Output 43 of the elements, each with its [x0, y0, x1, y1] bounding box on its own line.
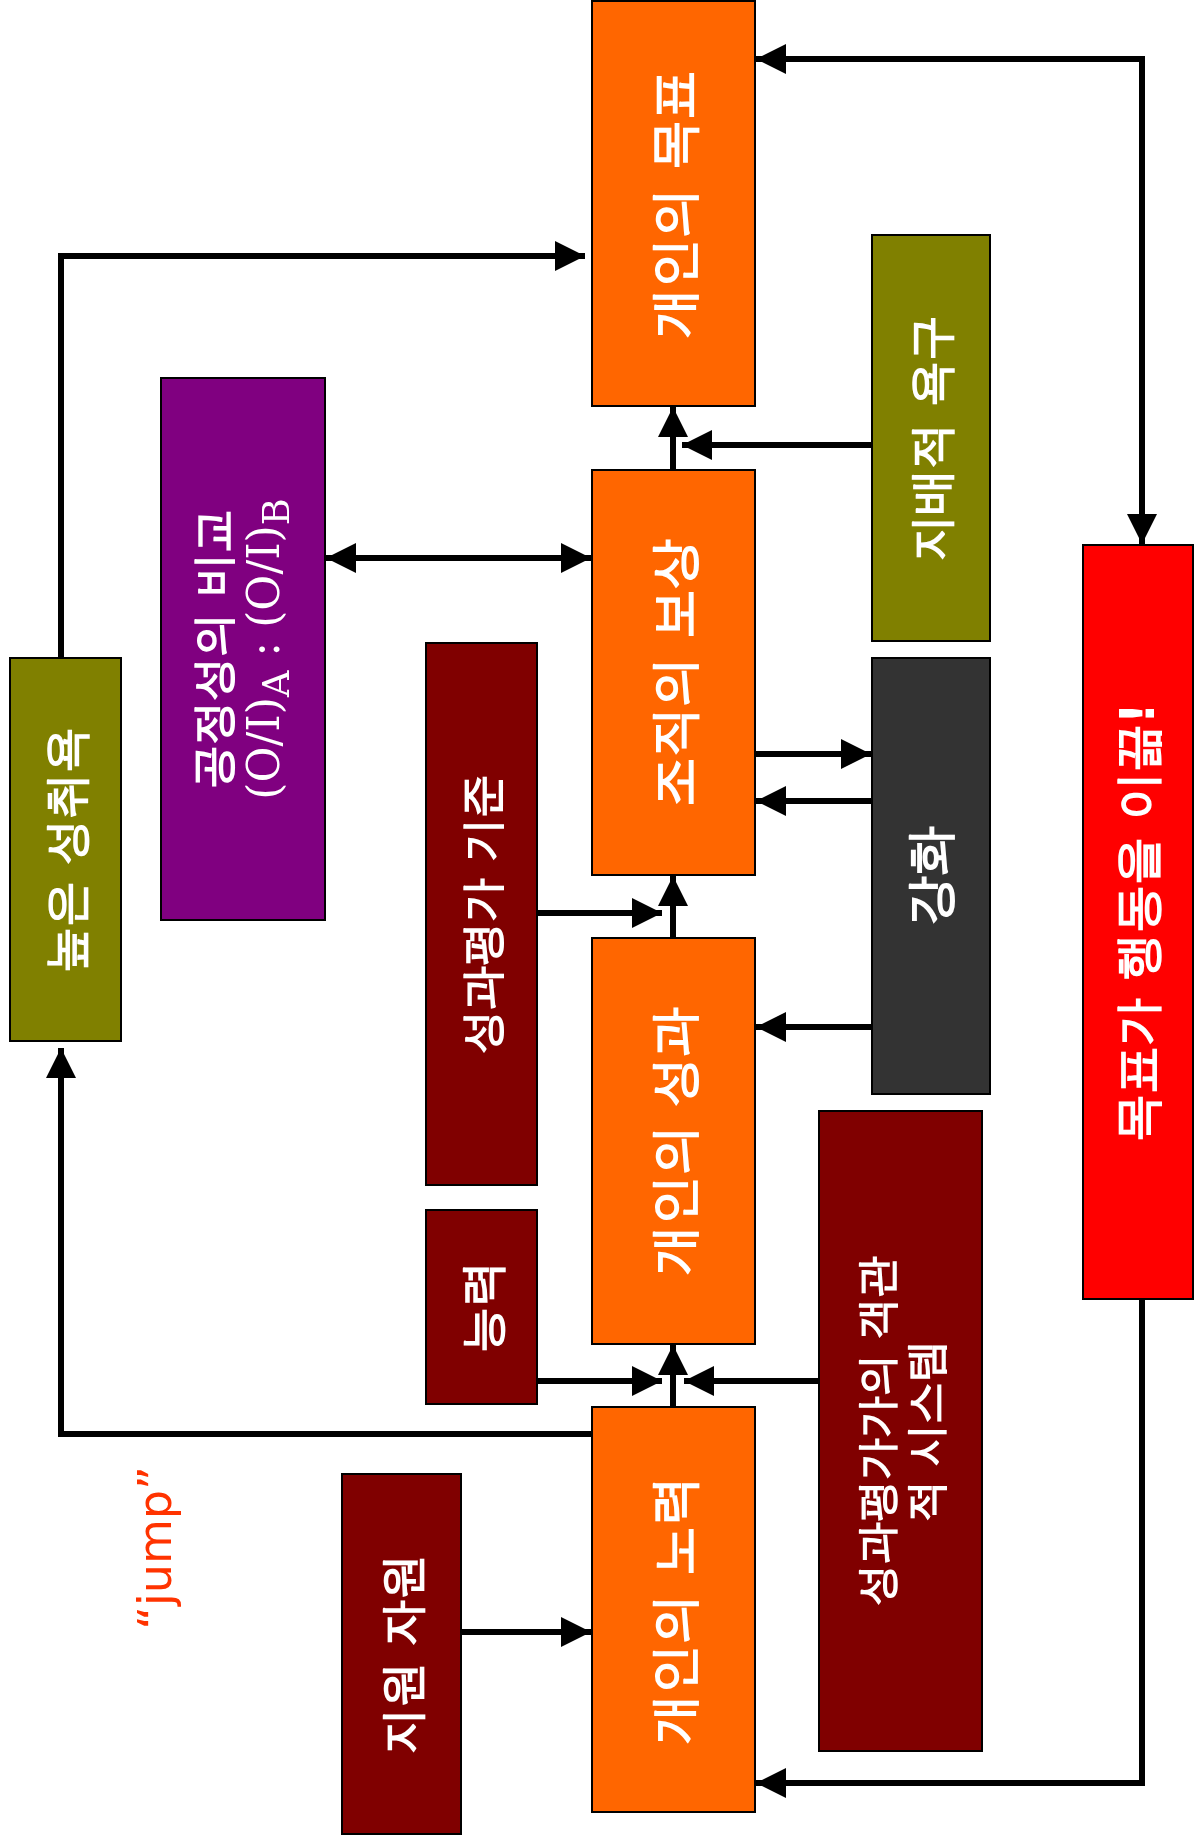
- arrow: [756, 1300, 1145, 1798]
- arrow: [756, 739, 871, 769]
- arrow: [658, 1345, 688, 1406]
- box-label: 능력: [455, 1261, 508, 1353]
- arrow: [538, 1366, 662, 1396]
- factor-box: [871, 657, 991, 1095]
- arrow: [682, 430, 871, 460]
- arrow: [756, 786, 871, 816]
- box-label: 강화: [902, 826, 960, 926]
- process-box: [591, 1406, 756, 1813]
- box-label: 개인의 성과: [644, 1007, 703, 1275]
- box-label: 지원 자원: [375, 1554, 428, 1754]
- comparison-box: [160, 377, 326, 921]
- banner-box: [1082, 544, 1194, 1300]
- arrow: [538, 898, 662, 928]
- arrow: [684, 1366, 818, 1396]
- box-label: 목표가 행동을 이끎!: [1110, 702, 1166, 1142]
- box-label: 성과평가가의 객관적 시스템: [852, 1254, 949, 1609]
- arrow: [462, 1617, 591, 1647]
- box-label: 높은 성취욕: [39, 726, 92, 973]
- arrow: [658, 407, 688, 469]
- factor-box: [871, 234, 991, 642]
- factor-box: [818, 1110, 983, 1752]
- box-label: 공정성의 비교: [188, 509, 239, 789]
- box-label: 조직의 보상: [644, 538, 703, 807]
- arrow: [658, 876, 688, 937]
- arrow: [756, 1012, 871, 1042]
- arrow: [326, 543, 591, 573]
- process-box: [591, 0, 756, 407]
- box-label: 개인의 목표: [644, 69, 703, 338]
- arrow: [58, 241, 585, 657]
- factor-box: [425, 1209, 538, 1405]
- arrow: [756, 44, 1157, 544]
- jump-label: “jump”: [128, 1466, 182, 1630]
- arrow: [46, 1048, 591, 1437]
- box-label: 성과평가 기준: [456, 774, 507, 1054]
- box-label: 지배적 욕구: [904, 315, 958, 561]
- factor-box: [425, 642, 538, 1186]
- process-box: [591, 469, 756, 876]
- process-box: [591, 937, 756, 1345]
- factor-box: [9, 657, 122, 1042]
- factor-box: [341, 1473, 462, 1835]
- box-label: 개인의 노력: [644, 1475, 703, 1744]
